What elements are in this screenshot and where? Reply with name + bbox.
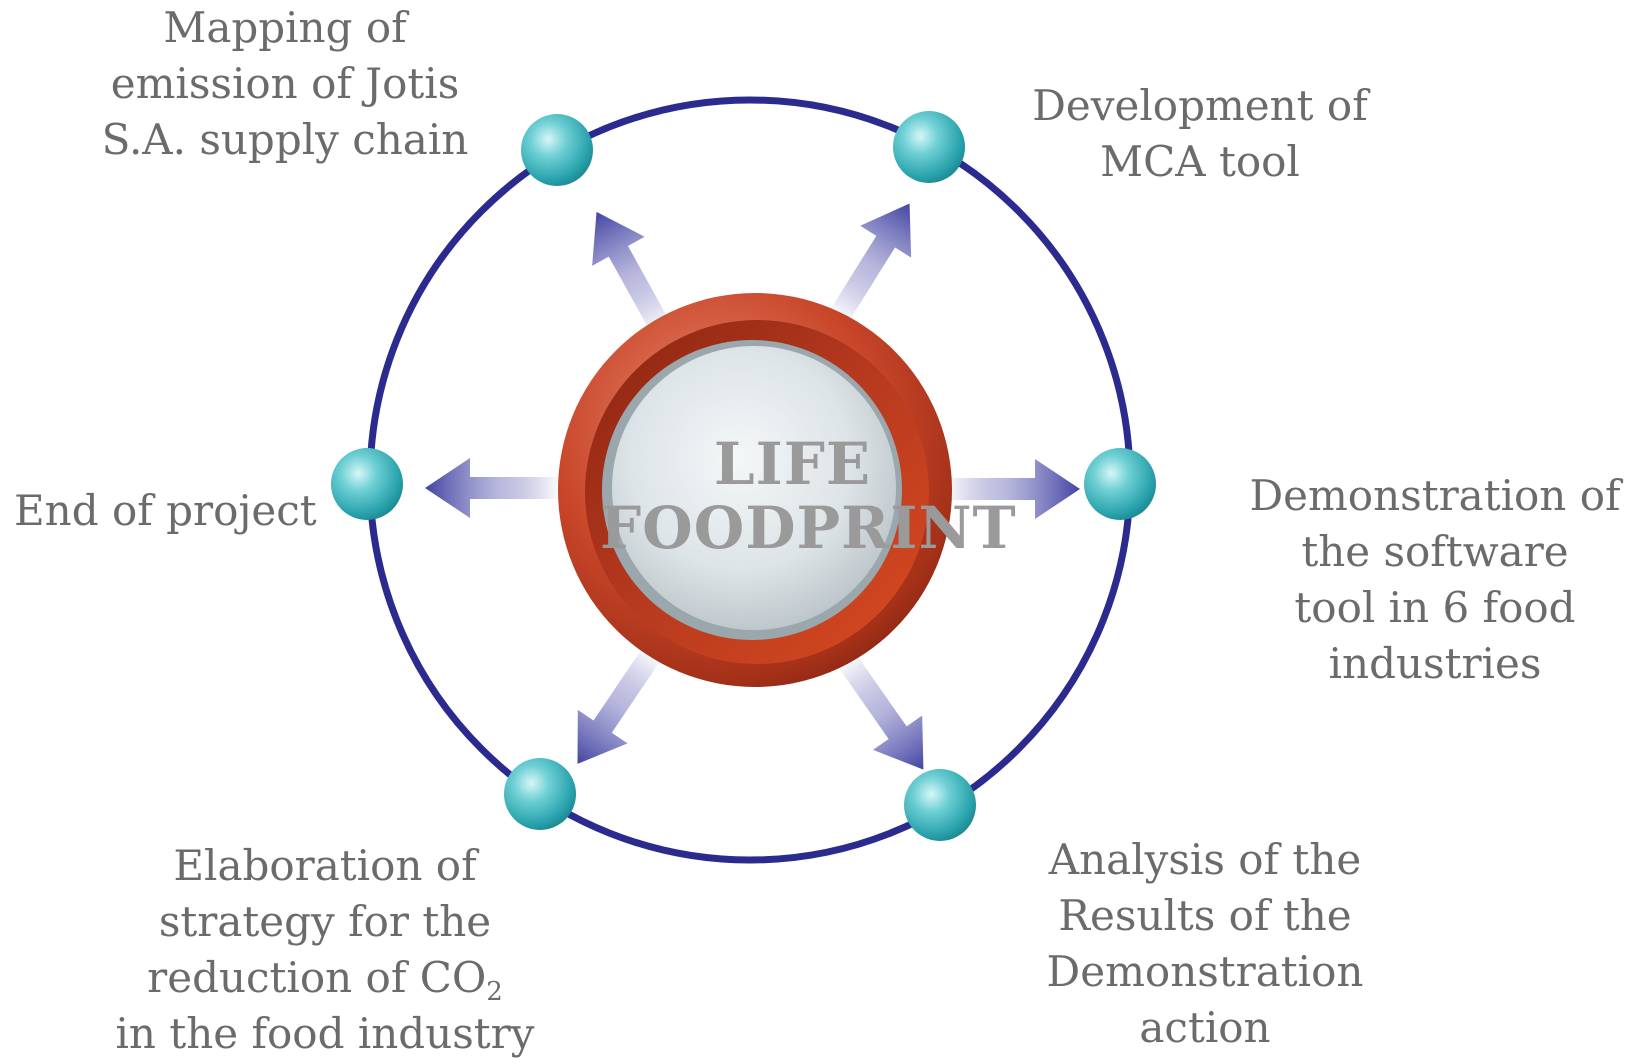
label-line: industries: [1328, 639, 1542, 688]
center-title: LIFE FOODPRINT: [600, 430, 1017, 562]
label-line-co2: reduction of CO2: [95, 950, 555, 1006]
label-line: Development of: [1032, 81, 1368, 130]
label-elaboration: Elaboration of strategy for the reductio…: [95, 838, 555, 1062]
co2-text: reduction of CO: [147, 953, 487, 1002]
label-line: Mapping of: [163, 3, 407, 52]
label-line: strategy for the: [158, 897, 492, 946]
node-end: [331, 448, 403, 520]
label-line: the software: [1301, 527, 1569, 576]
label-line: MCA tool: [1100, 137, 1300, 186]
label-line: emission of Jotis: [110, 59, 460, 108]
label-line: Demonstration: [1046, 947, 1364, 996]
label-line: End of project: [14, 486, 317, 535]
node-mca: [893, 111, 965, 183]
co2-subscript: 2: [486, 977, 503, 1007]
arrow-to-end: [425, 458, 560, 518]
node-analysis: [904, 769, 976, 841]
label-line: in the food industry: [115, 1009, 535, 1058]
label-line: Analysis of the: [1048, 835, 1362, 884]
center-button: [558, 293, 952, 687]
node-elaboration: [504, 758, 576, 830]
label-line: Demonstration of: [1249, 471, 1621, 520]
node-mapping: [521, 114, 593, 186]
label-demonstration: Demonstration of the software tool in 6 …: [1235, 468, 1635, 692]
label-analysis: Analysis of the Results of the Demonstra…: [1020, 832, 1390, 1056]
label-end: End of project: [14, 483, 334, 539]
label-line: Results of the: [1058, 891, 1352, 940]
label-mca: Development of MCA tool: [1010, 78, 1390, 190]
label-mapping: Mapping of emission of Jotis S.A. supply…: [95, 0, 475, 168]
label-line: action: [1139, 1003, 1271, 1052]
node-demonstration: [1084, 448, 1156, 520]
label-line: Elaboration of: [173, 841, 477, 890]
label-line: S.A. supply chain: [101, 115, 469, 164]
center-title-line-2: FOODPRINT: [600, 494, 1017, 562]
label-line: tool in 6 food: [1294, 583, 1576, 632]
center-title-line-1: LIFE: [713, 430, 872, 498]
